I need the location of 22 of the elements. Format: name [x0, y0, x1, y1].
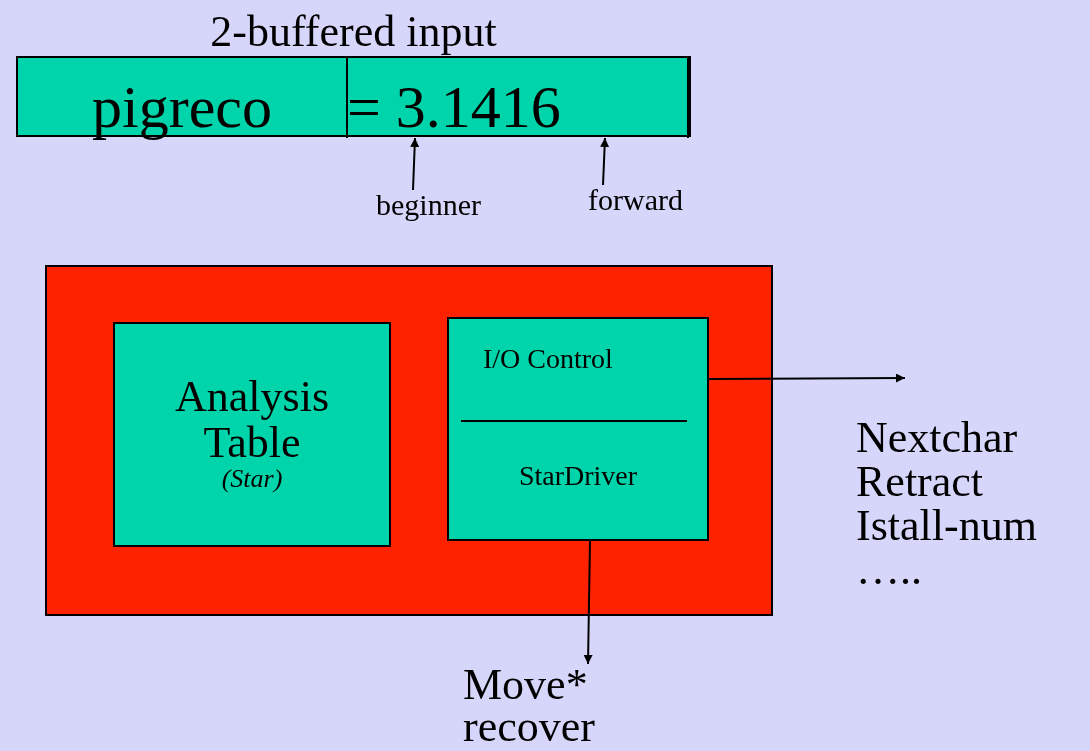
section-label: StarDriver — [517, 462, 639, 490]
arrow — [583, 540, 593, 665]
module-panel — [45, 265, 773, 616]
pointer-label: beginner — [376, 190, 481, 220]
routine-name: Move* — [463, 664, 589, 706]
section-label: I/O Control — [483, 345, 613, 373]
arrow — [410, 137, 420, 191]
routine-name: ….. — [856, 548, 923, 592]
arrow — [708, 373, 906, 383]
buffer-text: = 3.1416 — [347, 77, 561, 137]
routine-name: Nextchar — [856, 416, 1019, 460]
driver-box — [447, 317, 709, 541]
arrow — [600, 137, 610, 186]
routine-name: recover — [463, 706, 595, 748]
box-subtitle: (Star) — [221, 466, 283, 492]
box-title: Analysis Table — [174, 374, 330, 466]
routine-name: Istall-num — [856, 504, 1037, 548]
table-box — [113, 322, 391, 547]
routine-name: Retract — [856, 460, 985, 504]
buffer-heading: 2-buffered input — [209, 10, 498, 54]
buffer-cell — [347, 58, 689, 138]
pointer-label: forward — [588, 185, 683, 215]
